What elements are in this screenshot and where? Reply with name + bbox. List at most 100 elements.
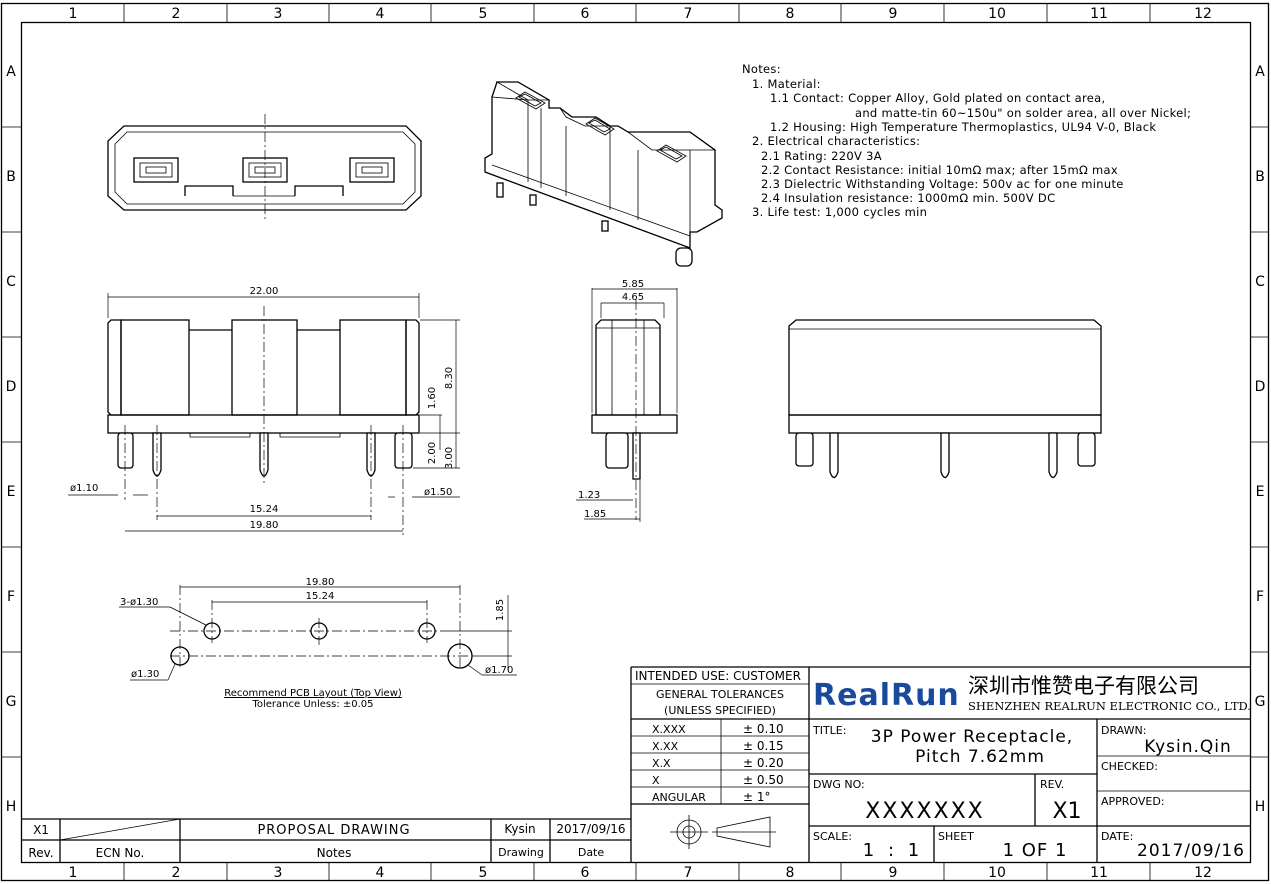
notes-heading: Notes: [742,62,781,76]
dim-side-offset-b: 1.85 [584,509,606,520]
front-view: 22.00 1.60 8.30 2.00 3.00 ø1.10 ø1.50 15… [68,286,460,535]
row-label: C [6,274,16,290]
pcb-holes-small: 3-ø1.30 [120,597,158,608]
col-label: 2 [172,865,181,881]
dim-pitch-pair: 15.24 [250,504,279,515]
note-line: 3. Life test: 1,000 cycles min [752,205,927,219]
col-label: 6 [581,865,590,881]
sheet-value: 1 OF 1 [1003,840,1068,861]
pcb-layout: 19.80 15.24 1.85 3-ø1.30 ø1.30 ø1.70 Rec… [119,577,517,710]
note-line: 2.2 Contact Resistance: initial 10mΩ max… [761,163,1118,177]
tol-label: X [652,774,660,787]
col-label: 12 [1194,6,1212,22]
tol-value: ± 0.10 [743,722,784,736]
row-label: D [6,379,17,395]
dim-pin-b: 3.00 [444,447,455,469]
revision-block: X1 PROPOSAL DRAWING Kysin 2017/09/16 Rev… [21,818,631,862]
col-label: 1 [69,6,78,22]
col-label: 7 [684,6,693,22]
tol-label: X.X [652,757,671,770]
row-label: G [6,694,17,710]
dim-pin-dia-left: ø1.10 [70,483,98,494]
rev-value: X1 [1052,799,1081,824]
rev-label: REV. [1040,778,1064,791]
title-line-2: Pitch 7.62mm [915,747,1045,767]
col-label: 9 [889,865,898,881]
dim-side-offset-a: 1.23 [578,490,600,501]
tol-label: X.XX [652,740,679,753]
col-label: 4 [376,865,385,881]
pcb-hole-left: ø1.30 [131,669,159,680]
revision-header-date: Date [578,846,605,859]
tol-value: ± 1° [743,790,771,804]
note-line: 2.4 Insulation resistance: 1000mΩ min. 5… [761,191,1055,205]
company-logo: RealRun [813,678,960,713]
dim-height-overall: 8.30 [444,367,455,389]
revision-note: PROPOSAL DRAWING [257,823,410,838]
grid-column-labels: 1 2 3 4 5 6 7 8 9 10 11 12 1 2 3 4 5 6 7… [69,6,1212,881]
col-label: 10 [988,6,1006,22]
drawn-value: Kysin.Qin [1144,737,1232,757]
pcb-dim-inner: 15.24 [306,591,335,602]
note-line: 1.1 Contact: Copper Alloy, Gold plated o… [770,91,1105,105]
side-view: 5.85 4.65 1.23 1.85 [576,279,678,522]
title-block: INTENDED USE: CUSTOMER GENERAL TOLERANCE… [630,666,1251,862]
drawn-label: DRAWN: [1101,724,1146,737]
note-line: 2. Electrical characteristics: [752,134,920,148]
date-label: DATE: [1101,830,1133,843]
row-label: D [1255,379,1266,395]
note-line: 1.2 Housing: High Temperature Thermoplas… [770,120,1156,134]
sheet-label: SHEET [938,830,974,843]
grid-row-labels: A B C D E F G H A B C D E F G H [6,64,1266,815]
company-name-cn: 深圳市惟赞电子有限公司 [968,674,1199,698]
tol-value: ± 0.15 [743,739,784,753]
date-value: 2017/09/16 [1137,841,1245,861]
col-label: 3 [274,865,283,881]
col-label: 8 [786,865,795,881]
revision-header-drawing: Drawing [498,846,544,859]
revision-drawer: Kysin [504,822,535,836]
dwg-value: XXXXXXX [865,799,985,824]
notes: Notes: 1. Material: 1.1 Contact: Copper … [742,62,1191,219]
row-label: E [1256,484,1265,500]
col-label: 11 [1090,865,1108,881]
row-label: F [7,589,15,605]
col-label: 5 [479,865,488,881]
pcb-tolerance: Tolerance Unless: ±0.05 [251,699,373,710]
col-label: 4 [376,6,385,22]
revision-header-ecn: ECN No. [96,846,145,860]
row-label: F [1256,589,1264,605]
title-label: TITLE: [812,724,846,737]
col-label: 2 [172,6,181,22]
tol-value: ± 0.50 [743,773,784,787]
dim-pin-dia-right: ø1.50 [424,487,452,498]
checked-label: CHECKED: [1101,760,1158,773]
note-line: 2.1 Rating: 220V 3A [761,149,882,163]
back-view [788,319,1102,479]
col-label: 7 [684,865,693,881]
title-line-1: 3P Power Receptacle, [871,727,1073,747]
dim-width-overall: 22.00 [250,286,279,297]
scale-value: 1 : 1 [863,840,923,861]
dim-pitch-outer: 19.80 [250,520,279,531]
intended-use: INTENDED USE: CUSTOMER [635,669,801,683]
general-tolerances: GENERAL TOLERANCES [656,688,784,701]
col-label: 3 [274,6,283,22]
dim-side-width-inner: 4.65 [622,292,644,303]
dim-side-width-outer: 5.85 [622,279,644,290]
row-label: A [1255,64,1265,80]
col-label: 12 [1194,865,1212,881]
isometric-view [484,81,723,267]
company-name-en: SHENZHEN REALRUN ELECTRONIC CO., LTD. [968,699,1251,713]
col-label: 10 [988,865,1006,881]
dim-height-body: 1.60 [427,387,438,409]
row-label: B [6,169,16,185]
tol-value: ± 0.20 [743,756,784,770]
dwg-label: DWG NO: [813,778,865,791]
pcb-dim-outer: 19.80 [306,577,335,588]
general-tolerances-note: (UNLESS SPECIFIED) [664,704,776,717]
projection-symbol-icon [670,815,776,849]
row-label: A [6,64,16,80]
tol-label: X.XXX [652,723,686,736]
